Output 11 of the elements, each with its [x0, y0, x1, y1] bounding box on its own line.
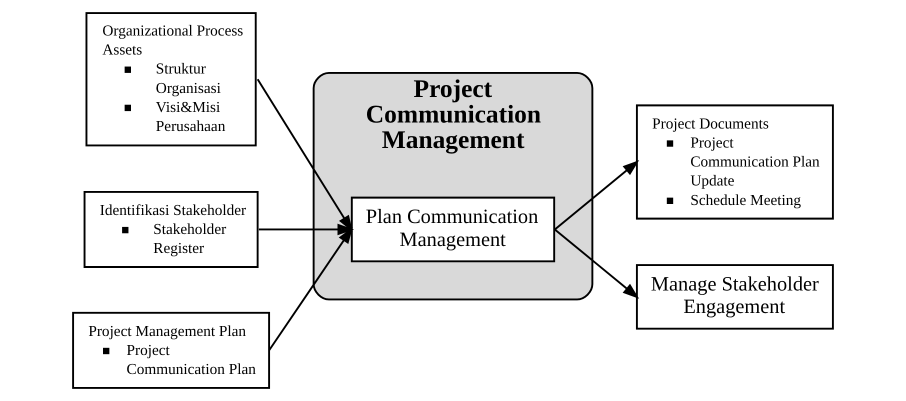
- arrow: [554, 160, 640, 230]
- node-box: Organizational Process Assets Struktur Organisasi Visi&Misi Perusahaan: [86, 12, 257, 146]
- node-box: Manage Stakeholder Engagement: [636, 264, 834, 330]
- arrow: [256, 78, 353, 232]
- node-box: Project Management Plan Project Communication Plan: [72, 312, 270, 389]
- arrow: [258, 224, 354, 236]
- arrow: [554, 228, 640, 299]
- node-box: Plan Communication Management: [350, 196, 556, 262]
- arrow: [268, 227, 353, 351]
- node-box: Identifikasi Stakeholder Stakeholder Register: [84, 190, 259, 268]
- node-box: Project Documents Project Communication Plan Update Schedule Meeting: [636, 104, 834, 220]
